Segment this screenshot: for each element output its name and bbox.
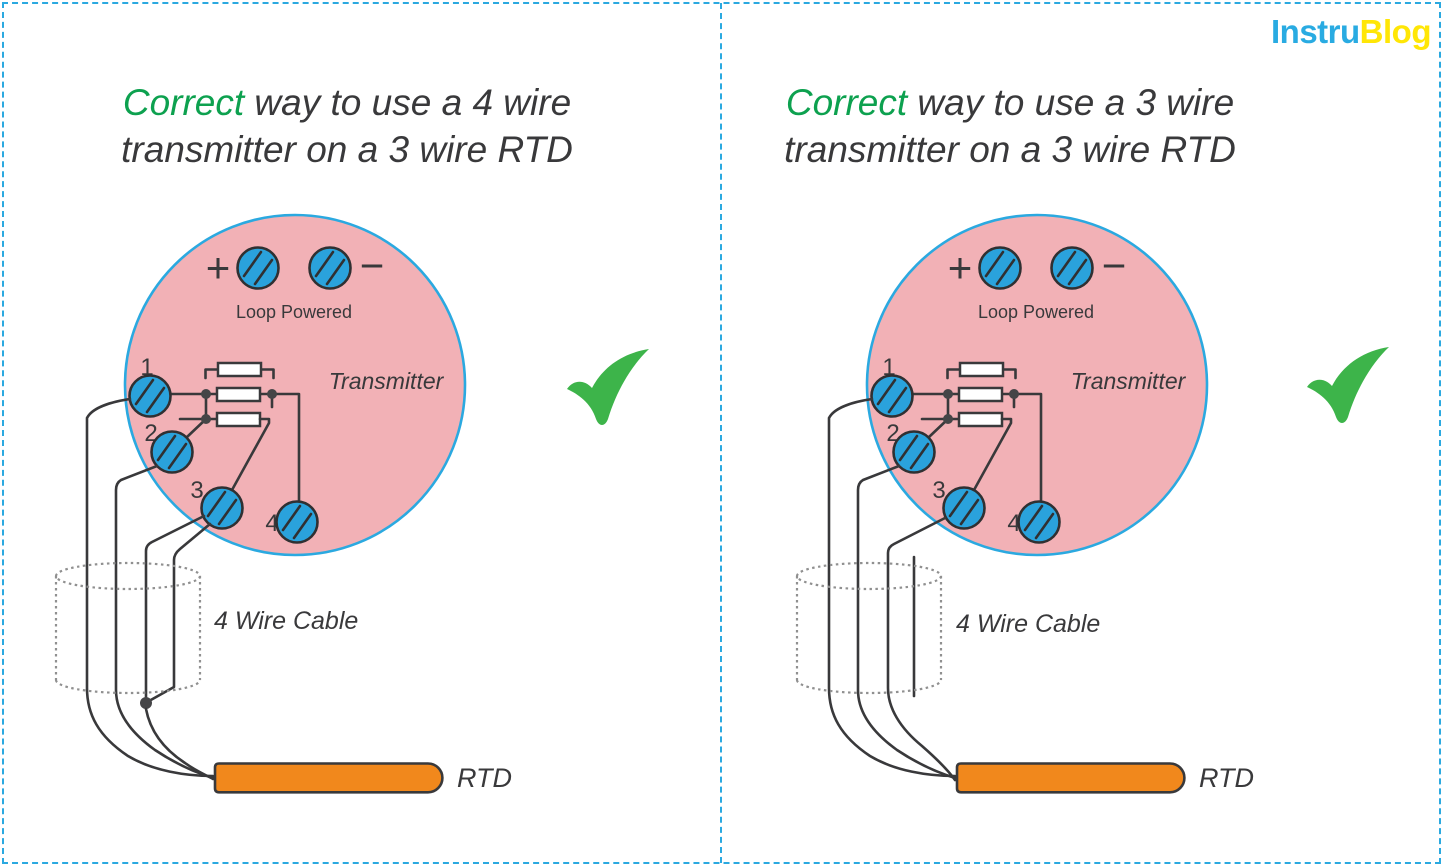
junction-dot xyxy=(267,389,277,399)
logo-blog: Blog xyxy=(1359,13,1432,50)
left-panel-title: Correct way to use a 4 wire transmitter o… xyxy=(37,79,657,173)
panel-divider xyxy=(720,3,722,863)
right-title-line1: way to use a 3 wire xyxy=(907,82,1235,123)
resistor-middle xyxy=(957,386,1004,403)
plus-terminal-label: + xyxy=(206,244,231,291)
terminal-3 xyxy=(200,486,244,530)
left-transmitter-diagram: + − Loop Powered Transmitter 1 2 3 xyxy=(54,213,649,794)
junction-dot xyxy=(1009,389,1019,399)
field-wire-2 xyxy=(856,464,957,780)
resistor-bottom xyxy=(957,411,1004,428)
transmitter-body xyxy=(865,213,1209,557)
resistor-bracket-leads xyxy=(946,368,1017,380)
wire-join-dot xyxy=(140,697,152,709)
field-wire-3 xyxy=(886,516,957,782)
cable-label: 4 Wire Cable xyxy=(214,607,358,635)
rtd-label: RTD xyxy=(457,763,512,793)
terminal-4 xyxy=(275,500,319,544)
field-wire-3b xyxy=(147,522,212,703)
instrublog-logo: InstruBlog xyxy=(1271,13,1432,51)
junction-dot xyxy=(201,414,211,424)
left-title-line2: transmitter on a 3 wire RTD xyxy=(121,129,573,170)
right-title-highlight: Correct xyxy=(785,82,908,123)
minus-terminal-label: − xyxy=(360,242,385,289)
terminal-4-label: 4 xyxy=(1007,510,1020,537)
transmitter-label: Transmitter xyxy=(329,368,445,394)
resistor-bracket-leads xyxy=(204,368,275,380)
junction-dot xyxy=(943,389,953,399)
terminal-3 xyxy=(942,486,986,530)
junction-dot xyxy=(943,414,953,424)
terminal-4-label: 4 xyxy=(265,510,278,537)
transmitter-label: Transmitter xyxy=(1071,368,1187,394)
terminal-3-label: 3 xyxy=(190,477,203,504)
resistor-top xyxy=(958,361,1005,378)
right-panel-title: Correct way to use a 3 wire transmitter o… xyxy=(745,79,1275,173)
resistor-top xyxy=(216,361,263,378)
plus-terminal-label: + xyxy=(948,244,973,291)
resistor-bottom xyxy=(215,411,262,428)
wire-to-terminal3 xyxy=(230,417,271,492)
right-transmitter-diagram: + − Loop Powered Transmitter 1 2 3 xyxy=(795,213,1389,794)
cable-shield xyxy=(795,561,943,695)
field-wire-1 xyxy=(827,397,957,778)
transmitter-body xyxy=(123,213,467,557)
joined-wire-to-rtd xyxy=(144,707,215,781)
field-wire-2 xyxy=(114,464,215,780)
loop-powered-label: Loop Powered xyxy=(978,302,1094,322)
terminal-1 xyxy=(128,374,172,418)
loop-screw-terminal-minus xyxy=(308,246,352,290)
cable-shield xyxy=(54,561,202,695)
terminal-1 xyxy=(870,374,914,418)
logo-instru: Instru xyxy=(1271,13,1360,50)
rtd-element xyxy=(213,762,444,794)
minus-terminal-label: − xyxy=(1102,242,1127,289)
right-title-line2: transmitter on a 3 wire RTD xyxy=(784,129,1236,170)
loop-screw-terminal-plus xyxy=(978,246,1022,290)
junction-dot xyxy=(201,389,211,399)
wire-to-terminal3 xyxy=(972,417,1013,492)
loop-powered-label: Loop Powered xyxy=(236,302,352,322)
field-wire-3a xyxy=(144,514,206,699)
field-wire-1 xyxy=(85,397,215,778)
resistor-middle xyxy=(215,386,262,403)
cable-label: 4 Wire Cable xyxy=(956,610,1100,638)
rtd-label: RTD xyxy=(1199,763,1254,793)
check-icon xyxy=(567,349,649,425)
terminal-4 xyxy=(1017,500,1061,544)
left-title-line1: way to use a 4 wire xyxy=(244,82,572,123)
loop-screw-terminal-minus xyxy=(1050,246,1094,290)
check-icon xyxy=(1307,347,1389,423)
rtd-element xyxy=(955,762,1186,794)
loop-screw-terminal-plus xyxy=(236,246,280,290)
left-title-highlight: Correct xyxy=(122,82,245,123)
terminal-3-label: 3 xyxy=(932,477,945,504)
